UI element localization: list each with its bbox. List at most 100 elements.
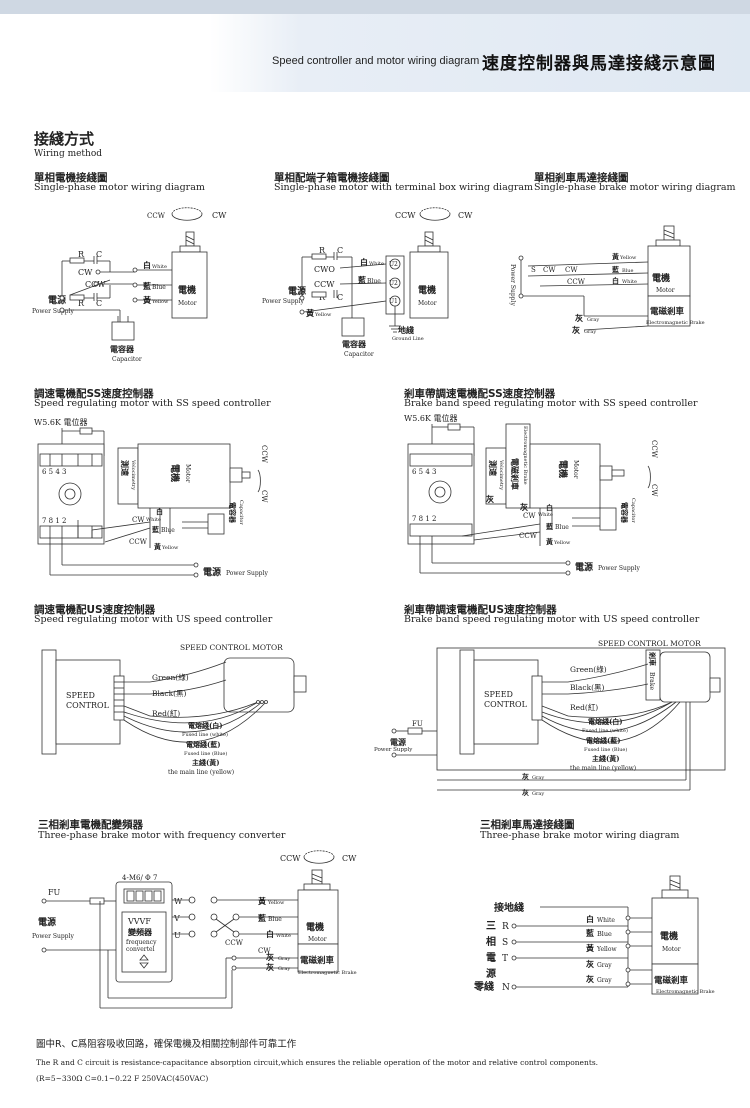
d3-title-en: Single-phase brake motor wiring diagram [534,182,736,193]
svg-text:R: R [78,299,85,308]
svg-text:電源: 電源 [575,561,593,573]
d7-motor-body [659,651,711,703]
svg-text:Capacitor: Capacitor [344,351,374,358]
svg-text:Yellow: Yellow [161,545,179,551]
svg-text:電源: 電源 [390,737,406,747]
svg-text:Black(黑): Black(黑) [152,689,187,698]
svg-text:Gray: Gray [532,775,544,781]
d5-brake-box [505,423,531,509]
svg-text:7 8 1 2: 7 8 1 2 [412,515,437,523]
svg-text:CW: CW [543,266,556,274]
svg-text:Black(黑): Black(黑) [570,683,605,692]
svg-text:Motor: Motor [572,460,579,479]
header-title-zh: 速度控制器與馬達接綫示意圖 [482,54,716,74]
d6-diagram: SPEED CONTROL MOTOR SPEED CONTROL Green(… [41,643,307,776]
d7-title-en: Brake band speed regulating motor with U… [404,614,700,625]
svg-text:6 5 4 3: 6 5 4 3 [412,468,437,476]
svg-text:CCW: CCW [395,211,416,220]
svg-text:電源: 電源 [288,285,306,297]
svg-text:S: S [531,266,536,274]
svg-text:白: 白 [143,260,151,270]
svg-text:電磁剎車: 電磁剎車 [510,458,520,490]
svg-text:電機: 電機 [652,272,670,284]
d4-capacitor [207,513,225,535]
svg-text:Yellow: Yellow [619,255,637,261]
d2-title-zh: 單相配端子箱電機接綫圖 [274,172,390,184]
svg-text:Power Supply: Power Supply [262,298,304,305]
svg-text:Gray: Gray [278,956,290,962]
svg-text:Power Supply: Power Supply [226,570,268,577]
svg-text:電容器: 電容器 [342,339,367,349]
svg-text:4-M6/ Φ 7: 4-M6/ Φ 7 [122,874,157,882]
d1-capacitor [111,321,135,341]
d1-title-zh: 單相電機接綫圖 [34,172,108,184]
svg-text:frequency: frequency [126,939,157,946]
svg-text:CCW: CCW [280,854,301,863]
svg-text:Motor: Motor [662,946,681,953]
svg-text:FU: FU [412,720,423,728]
d1-diagram: CCW CW 電機 Motor R C CW CCW R C 白 White 藍 [32,207,227,363]
footer-note-en: The R and C circuit is resistance-capaci… [36,1058,599,1067]
svg-text:Gray: Gray [278,966,290,972]
svg-text:V: V [173,914,180,923]
svg-text:電機: 電機 [418,284,436,296]
header-strip [0,0,750,14]
svg-text:藍: 藍 [143,281,151,291]
svg-text:電磁剎車: 電磁剎車 [300,955,335,966]
d6-motor-body [223,657,295,713]
d4-title-en: Speed regulating motor with SS speed con… [34,398,271,409]
svg-text:Yellow: Yellow [596,946,617,953]
svg-text:CCW: CCW [650,440,658,459]
svg-text:電容器: 電容器 [228,502,237,524]
d1-motor-label-en: Motor [178,300,197,307]
svg-text:7 8 1 2: 7 8 1 2 [42,517,67,525]
svg-text:白: 白 [546,503,553,512]
d5-diagram: W5.6K 電位器 6 5 4 3 7 8 1 2 測速 Velocimetry… [404,413,658,576]
svg-text:Gray: Gray [597,962,612,969]
svg-text:Motor: Motor [656,287,675,294]
svg-text:灰: 灰 [586,959,594,969]
svg-text:CCW: CCW [225,939,244,947]
svg-text:CONTROL: CONTROL [66,701,110,710]
svg-text:T: T [502,954,508,964]
svg-text:CCW: CCW [567,278,586,286]
d1-resistor [69,257,85,264]
svg-text:藍: 藍 [612,265,619,274]
svg-text:U2: U2 [389,261,398,268]
d9-motor-body [651,897,699,965]
d1-ccw-label: CCW [147,212,166,220]
svg-text:CW: CW [523,512,536,520]
svg-text:黃: 黃 [611,252,619,261]
svg-text:電機: 電機 [557,460,569,478]
svg-text:CCW: CCW [314,280,335,289]
svg-text:CW: CW [342,854,357,863]
svg-text:Velocimetry: Velocimetry [498,459,504,490]
d5-title-zh: 剎車帶調速電機配SS速度控制器 [404,388,556,400]
d3-diagram: 電機 Motor 電磁剎車 Electromagnetic Brake Powe… [509,225,705,335]
svg-text:CCW: CCW [260,445,268,464]
svg-text:變頻器: 變頻器 [127,927,153,937]
svg-text:Blue: Blue [622,268,633,274]
svg-text:藍: 藍 [258,913,266,923]
svg-text:White: White [146,517,161,523]
d2-title-en: Single-phase motor with terminal box wir… [274,182,534,193]
svg-text:Blue: Blue [555,524,569,531]
svg-text:CW: CW [565,266,578,274]
svg-text:Fused line (Blue): Fused line (Blue) [184,750,227,757]
d3-title-zh: 單相剎車馬達接綫圖 [534,172,629,184]
d5-title-en: Brake band speed regulating motor with S… [404,398,698,409]
svg-text:主綫(黃): 主綫(黃) [192,758,220,767]
d1-motor-body [171,251,208,319]
svg-text:C: C [96,250,102,259]
svg-text:灰: 灰 [266,962,274,972]
d8-title-zh: 三相剎車電機配變頻器 [38,819,143,831]
d7-title-zh: 剎車帶調速電機配US速度控制器 [404,604,557,616]
d4-motor-body [137,443,231,509]
d1-capacitor-label-en: Capacitor [112,356,142,363]
d1-capacitor-label-zh: 電容器 [110,344,135,354]
svg-text:CW: CW [458,211,473,220]
svg-text:測速: 測速 [488,460,498,476]
svg-text:Gray: Gray [587,317,599,323]
svg-text:CW: CW [650,484,658,497]
svg-text:電源: 電源 [38,916,56,928]
